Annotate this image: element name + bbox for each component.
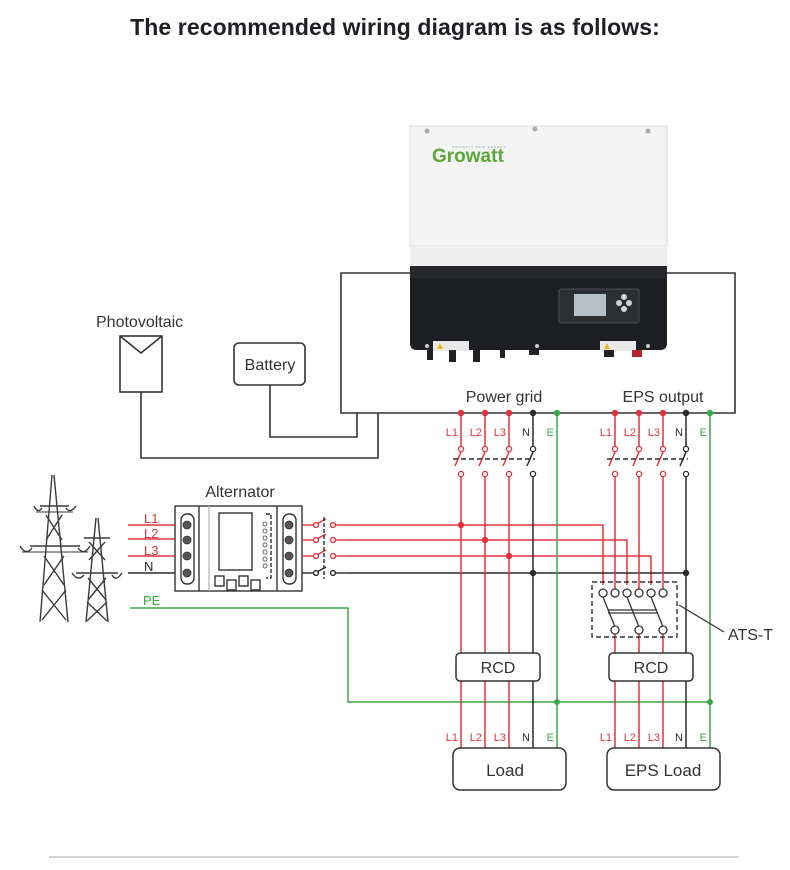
grid-bottom-label-l3: L3	[494, 732, 506, 744]
grid-input-label-l3: L3	[144, 543, 158, 558]
eps-top-label-n: N	[675, 427, 683, 439]
eps-breaker-contact-lower	[682, 470, 690, 478]
grid-bottom-label-n: N	[522, 732, 530, 744]
footer-divider	[49, 856, 739, 858]
alternator-terminals	[182, 520, 294, 578]
grid-top-label-n: N	[522, 427, 530, 439]
grid-breaker-contact-upper	[505, 445, 513, 453]
grid-input-lines	[128, 524, 175, 574]
eps-top-label-l2: L2	[624, 427, 636, 439]
rcd-right-label: RCD	[634, 660, 669, 677]
bus-junction-n-grid	[529, 569, 537, 577]
horizontal-bus-lines	[346, 524, 686, 585]
eps-top-label-l3: L3	[648, 427, 660, 439]
inverter-buttons	[616, 294, 632, 312]
eps-top-label-l1: L1	[600, 427, 612, 439]
grid-earth-junction-dot	[554, 699, 560, 705]
ats-label: ATS-T	[728, 627, 773, 644]
eps-output-label: EPS output	[623, 389, 705, 406]
bus-junction-l2	[481, 536, 489, 544]
eps-bottom-label-e: E	[700, 732, 707, 744]
eps-breaker-contact-upper	[635, 445, 643, 453]
grid-top-label-l1: L1	[446, 427, 458, 439]
pe-line	[130, 607, 710, 703]
rcd-left-box	[455, 652, 541, 682]
pv-cable	[140, 392, 379, 459]
load-label: Load	[486, 761, 524, 780]
grid-breaker-contact-upper	[481, 445, 489, 453]
alternator-label: Alternator	[205, 484, 275, 501]
grid-breaker-contact-upper	[457, 445, 465, 453]
battery-label: Battery	[245, 357, 296, 374]
power-grid-label: Power grid	[466, 389, 542, 406]
grid-breaker-contact-lower	[457, 470, 465, 478]
grid-input-label-n: N	[144, 559, 153, 574]
eps-bottom-label-l2: L2	[624, 732, 636, 744]
eps-earth-junction-dot	[707, 699, 713, 705]
inverter-brand-logo: Growatt	[432, 146, 504, 167]
rcd-right-box	[608, 652, 694, 682]
grid-breaker-contact-lower	[505, 470, 513, 478]
grid-input-label-l2: L2	[144, 526, 158, 541]
grid-bottom-label-e: E	[547, 732, 554, 744]
grid-top-label-l2: L2	[470, 427, 482, 439]
eps-bottom-label-l3: L3	[648, 732, 660, 744]
alternator-device	[174, 505, 303, 592]
inverter-frame	[340, 272, 736, 414]
battery-cable	[269, 385, 358, 438]
inverter-lcd	[574, 294, 606, 316]
grid-top-label-e: E	[547, 427, 554, 439]
eps-breaker-contact-lower	[611, 470, 619, 478]
page-title: The recommended wiring diagram is as fol…	[130, 14, 660, 40]
bus-junction-l3	[505, 552, 513, 560]
grid-breaker-contact-upper	[529, 445, 537, 453]
eps-bottom-label-l1: L1	[600, 732, 612, 744]
inverter-warning-label-left	[433, 341, 469, 351]
grid-breaker-contact-lower	[481, 470, 489, 478]
eps-breaker-contact-upper	[659, 445, 667, 453]
transmission-tower-icon	[19, 474, 123, 623]
inverter-connectors	[427, 350, 642, 362]
grid-bottom-label-l1: L1	[446, 732, 458, 744]
grid-input-label-l1: L1	[144, 511, 158, 526]
eps-breaker-contact-lower	[635, 470, 643, 478]
bus-junction-l1	[457, 521, 465, 529]
bus-junction-n-eps	[682, 569, 690, 577]
eps-load-box	[606, 747, 721, 791]
eps-breaker-contact-lower	[659, 470, 667, 478]
eps-breaker-contact-upper	[611, 445, 619, 453]
inverter-warning-label-right	[600, 341, 636, 351]
load-box	[452, 747, 567, 791]
rcd-left-label: RCD	[481, 660, 516, 677]
eps-bottom-label-n: N	[675, 732, 683, 744]
solar-panel-icon	[119, 335, 163, 393]
grid-bottom-label-l2: L2	[470, 732, 482, 744]
inverter-tagline: GROWATT NEW ENERGY	[452, 145, 506, 149]
circuit-breaker-icon	[302, 517, 346, 579]
ats-switch: ATS-T	[591, 581, 773, 644]
grid-breaker-contact-lower	[529, 470, 537, 478]
eps-breaker-contact-upper	[682, 445, 690, 453]
photovoltaic-label: Photovoltaic	[96, 314, 183, 331]
alternator-indicator-dots	[262, 521, 268, 569]
eps-top-label-e: E	[700, 427, 707, 439]
eps-load-label: EPS Load	[625, 761, 702, 780]
grid-top-label-l3: L3	[494, 427, 506, 439]
inverter: Growatt GROWATT NEW ENERGY	[409, 125, 668, 362]
pe-label: PE	[143, 593, 161, 608]
